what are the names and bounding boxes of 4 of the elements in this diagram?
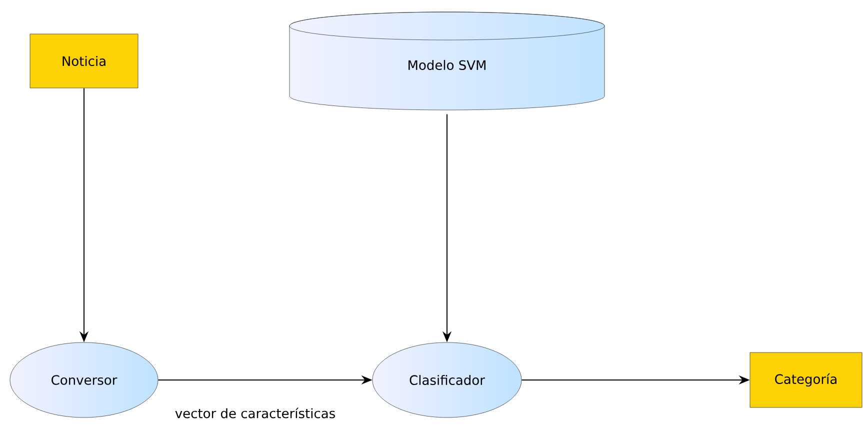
edge-label: vector de características [174,406,337,420]
database-cylinder: Modelo SVM [289,12,605,110]
process-box: Noticia [30,34,138,88]
process-box: Categoría [750,352,862,408]
